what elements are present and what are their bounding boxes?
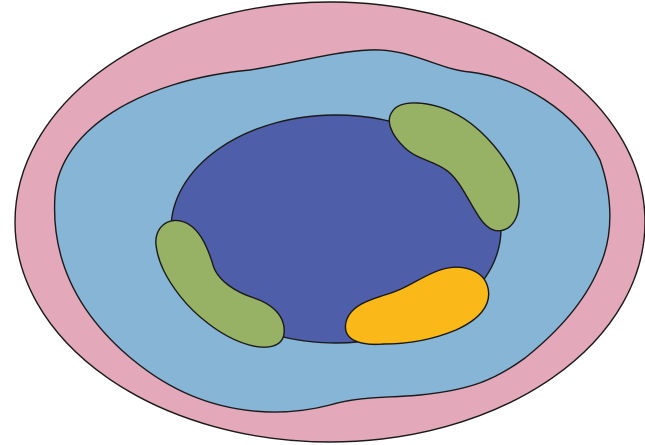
diagram xyxy=(0,0,645,445)
